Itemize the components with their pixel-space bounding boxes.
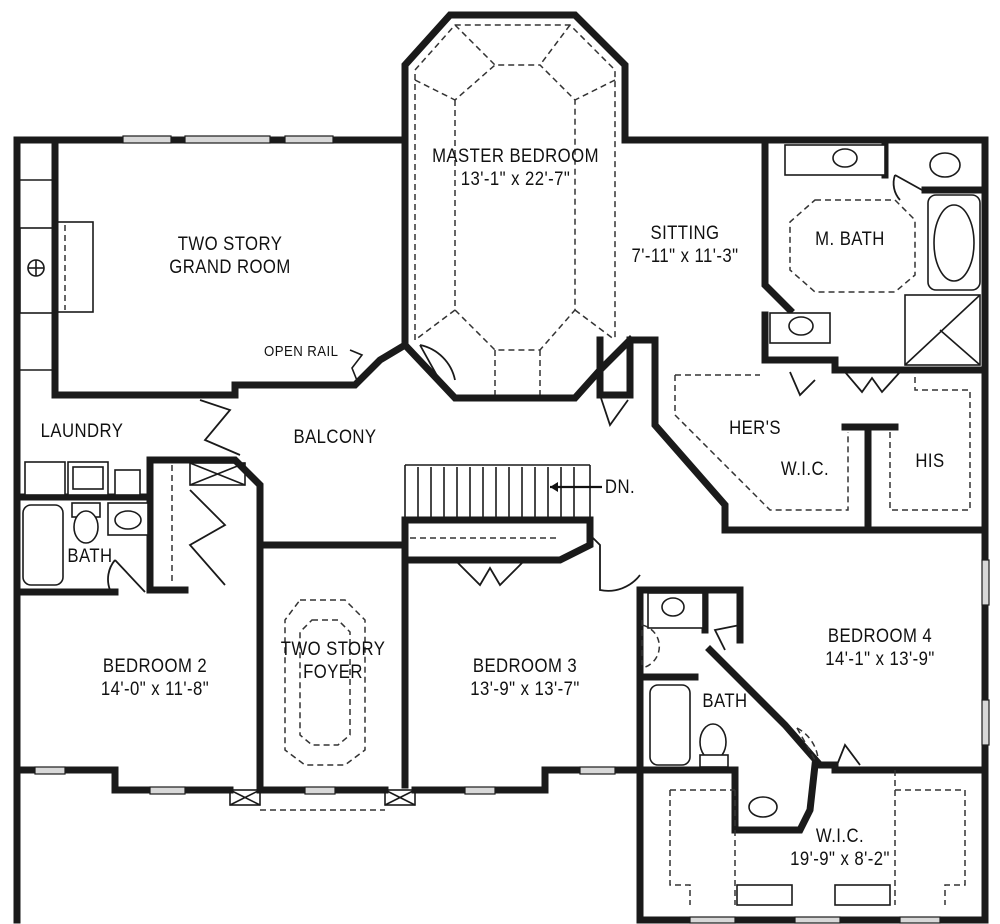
- room-dimensions: 13'-9" x 13'-7": [470, 679, 580, 700]
- room-label-bedroom-4: BEDROOM 4 14'-1" x 13'-9": [788, 625, 973, 671]
- room-name-line1: TWO STORY: [177, 234, 283, 255]
- stair-treads: [417, 467, 575, 518]
- room-label-his: HIS: [899, 450, 961, 473]
- room-name: BEDROOM 3: [472, 656, 578, 677]
- room-label-laundry: LAUNDRY: [29, 420, 135, 443]
- room-name: BEDROOM 2: [102, 656, 208, 677]
- annotation-text: OPEN RAIL: [264, 343, 339, 360]
- room-name: LAUNDRY: [40, 421, 124, 442]
- room-label-bedroom-3: BEDROOM 3 13'-9" x 13'-7": [428, 655, 622, 701]
- laundry-bath-walls: [13, 391, 264, 596]
- room-name: SITTING: [650, 223, 720, 244]
- room-name-line2: GRAND ROOM: [169, 257, 291, 278]
- master-bath-walls: [761, 136, 989, 397]
- room-label-master-bath: M. BATH: [802, 228, 899, 251]
- stairs-down-label: DN.: [598, 476, 642, 499]
- room-label-bedroom-2: BEDROOM 2 14'-0" x 11'-8": [67, 655, 243, 701]
- room-name: BEDROOM 4: [827, 626, 933, 647]
- stair-walls: [256, 464, 641, 789]
- room-label-balcony: BALCONY: [278, 426, 392, 449]
- east-wing-walls: [636, 526, 990, 924]
- room-name: M. BATH: [815, 229, 885, 250]
- room-dimensions: 14'-0" x 11'-8": [100, 679, 210, 700]
- room-name: BATH: [702, 691, 748, 712]
- stairs-direction: DN.: [604, 477, 636, 498]
- room-label-foyer: TWO STORY FOYER: [271, 638, 394, 684]
- room-label-hers-wic-line2: W.I.C.: [770, 458, 840, 481]
- grand-room-walls: [13, 135, 410, 924]
- room-label-bath-right: BATH: [694, 690, 756, 713]
- room-name-line1: HER'S: [729, 418, 781, 439]
- room-name: HIS: [915, 451, 945, 472]
- room-label-sitting: SITTING 7'-11" x 11'-3": [597, 222, 773, 268]
- room-name-line2: FOYER: [303, 662, 363, 683]
- room-label-grand-room: TWO STORY GRAND ROOM: [142, 233, 318, 279]
- room-name: W.I.C.: [815, 826, 865, 847]
- room-name-line1: TWO STORY: [280, 639, 386, 660]
- room-dimensions: 7'-11" x 11'-3": [631, 246, 739, 267]
- room-label-master-bedroom: MASTER BEDROOM 13'-1" x 22'-7": [421, 145, 610, 191]
- room-name: BATH: [67, 546, 113, 567]
- master-bedroom-walls: [400, 11, 769, 402]
- room-name: MASTER BEDROOM: [432, 146, 599, 167]
- room-dimensions: 14'-1" x 13'-9": [825, 649, 935, 670]
- room-label-bath-left: BATH: [59, 545, 121, 568]
- room-label-wic: W.I.C. 19'-9" x 8'-2": [756, 825, 923, 871]
- annotation-open-rail: OPEN RAIL: [264, 343, 352, 361]
- room-label-hers-wic-line1: HER'S: [720, 417, 790, 440]
- front-walls: [13, 541, 644, 811]
- room-dimensions: 13'-1" x 22'-7": [460, 169, 571, 190]
- wic-hers-his-walls: [596, 336, 989, 534]
- room-name-line2: W.I.C.: [780, 459, 830, 480]
- room-dimensions: 19'-9" x 8'-2": [790, 849, 890, 870]
- room-name: BALCONY: [293, 427, 377, 448]
